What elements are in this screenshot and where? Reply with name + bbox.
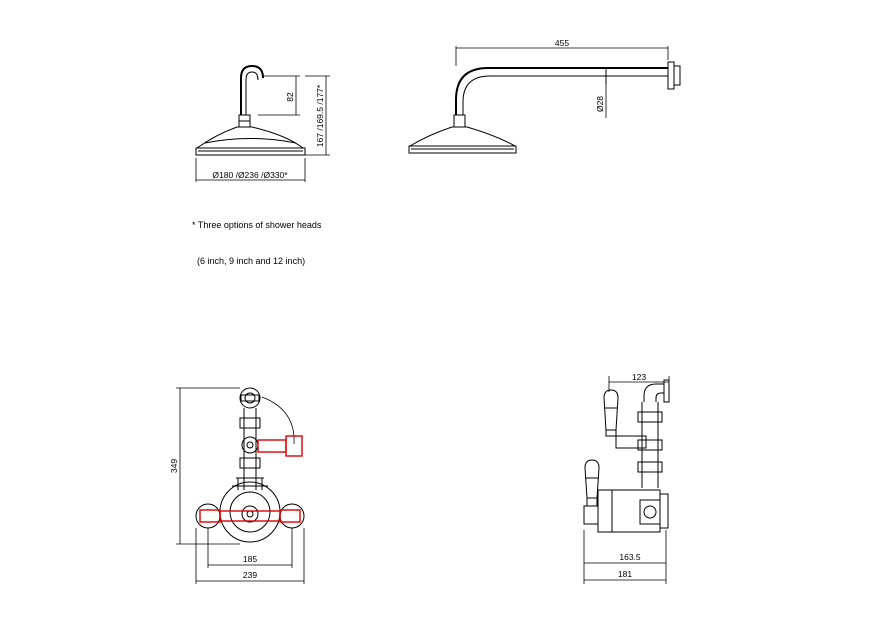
valve-front-view: 349 185 239 <box>169 387 305 584</box>
note-line-1: * Three options of shower heads <box>192 220 322 230</box>
dim-side-outer: 181 <box>618 569 632 579</box>
dim-arm-length: 455 <box>555 38 569 48</box>
dim-arm-drop: 82 <box>285 92 295 102</box>
dim-side-inner: 163.5 <box>619 552 641 562</box>
dim-valve-width: 239 <box>243 570 257 580</box>
note-line-2: (6 inch, 9 inch and 12 inch) <box>192 256 306 266</box>
dim-head-height: 167 /169.5 /177* <box>315 84 325 147</box>
shower-arm-side-view: 455 Ø28 <box>408 38 681 154</box>
dim-side-top: 123 <box>632 372 646 382</box>
dim-valve-height: 349 <box>169 459 179 473</box>
dim-head-diameters: Ø180 /Ø236 /Ø330* <box>212 170 288 180</box>
dim-valve-centres: 185 <box>243 554 257 564</box>
valve-side-view: 123 163.5 181 <box>583 372 670 584</box>
shower-head-front-view: 82 167 /169.5 /177* Ø180 /Ø236 /Ø330* <box>195 64 330 182</box>
shower-head-options-note: * Three options of shower heads (6 inch,… <box>192 195 321 279</box>
dim-arm-diameter: Ø28 <box>595 96 605 112</box>
